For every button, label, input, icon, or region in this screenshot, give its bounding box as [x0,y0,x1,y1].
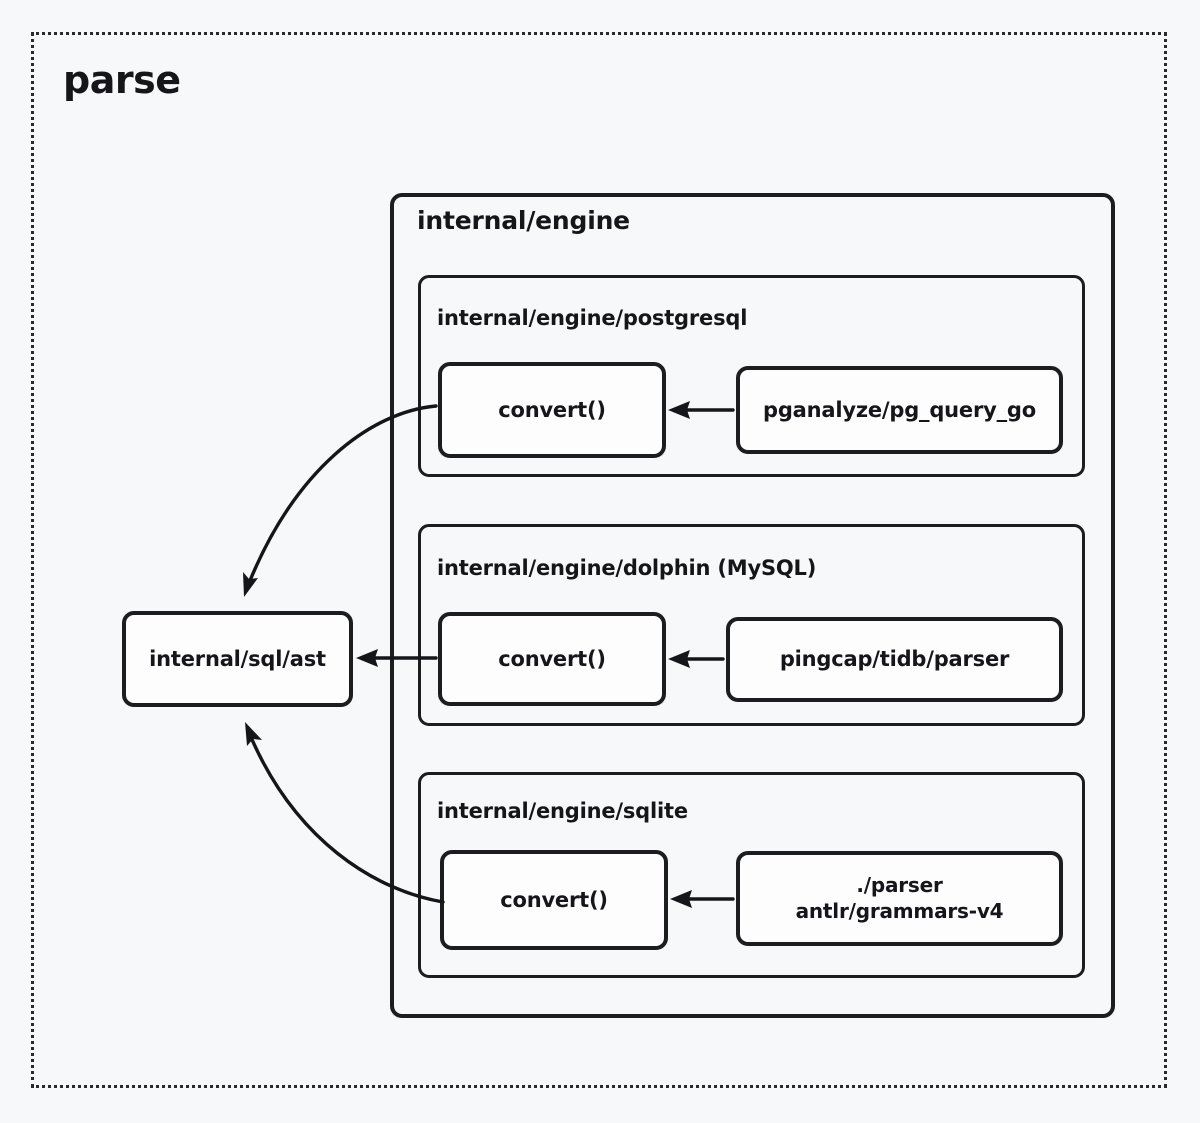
outer-dotted-frame [31,32,1167,1088]
node-pganalyze-pg-query-go[interactable]: pganalyze/pg_query_go [736,366,1063,454]
node-label: pingcap/tidb/parser [779,647,1010,672]
node-label: internal/sql/ast [149,646,326,671]
page-title: parse [63,58,181,102]
node-antlr-parser[interactable]: ./parser antlr/grammars-v4 [736,851,1063,946]
node-dolphin-convert[interactable]: convert() [438,612,666,706]
container-label-postgresql: internal/engine/postgresql [437,306,748,330]
node-postgresql-convert[interactable]: convert() [438,362,666,458]
node-sqlite-convert[interactable]: convert() [440,850,668,950]
node-internal-sql-ast[interactable]: internal/sql/ast [122,611,353,707]
node-label-line2: antlr/grammars-v4 [795,898,1004,923]
container-label-internal-engine: internal/engine [417,206,630,235]
node-pingcap-tidb-parser[interactable]: pingcap/tidb/parser [726,617,1063,702]
container-label-dolphin: internal/engine/dolphin (MySQL) [437,556,817,580]
node-label: convert() [498,397,606,422]
node-label: convert() [500,887,608,912]
container-label-sqlite: internal/engine/sqlite [437,799,688,823]
node-label-line1: ./parser [856,872,943,897]
node-label: pganalyze/pg_query_go [763,397,1036,422]
node-label: convert() [498,646,606,671]
